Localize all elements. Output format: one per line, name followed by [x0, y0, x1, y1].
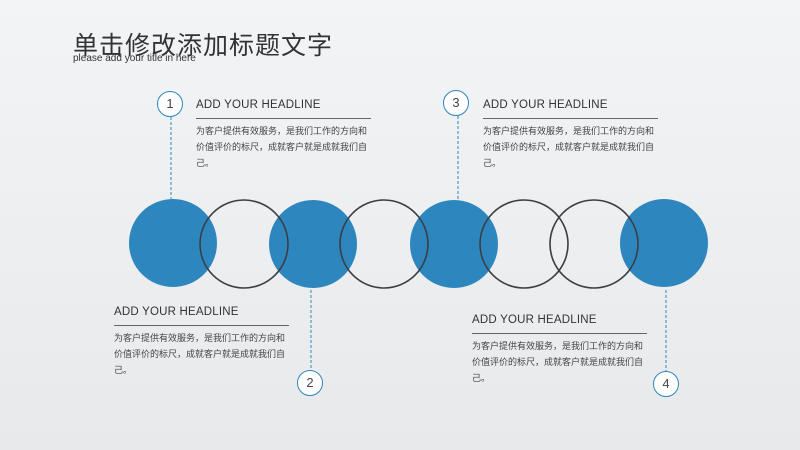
item-block-1: ADD YOUR HEADLINE 为客户提供有效服务，是我们工作的方向和价值评…	[196, 99, 396, 171]
divider	[483, 118, 658, 119]
item-block-4: ADD YOUR HEADLINE 为客户提供有效服务，是我们工作的方向和价值评…	[472, 314, 672, 386]
step-number-4: 4	[653, 371, 679, 397]
item-block-2: ADD YOUR HEADLINE 为客户提供有效服务，是我们工作的方向和价值评…	[114, 306, 314, 378]
filled-circle-4	[620, 199, 708, 287]
outline-circle-2	[339, 199, 429, 289]
outline-circle-1	[199, 199, 289, 289]
item-headline: ADD YOUR HEADLINE	[472, 314, 597, 326]
page-subtitle: please add your title in here	[73, 53, 196, 64]
filled-circle-2	[269, 200, 357, 288]
step-number-3: 3	[443, 90, 469, 116]
page-title: 单击修改添加标题文字	[73, 31, 334, 60]
item-description: 为客户提供有效服务，是我们工作的方向和价值评价的标尺，成就客户就是成就我们自己。	[472, 341, 644, 383]
item-description: 为客户提供有效服务，是我们工作的方向和价值评价的标尺，成就客户就是成就我们自己。	[196, 126, 368, 168]
filled-circle-3	[410, 200, 498, 288]
item-headline: ADD YOUR HEADLINE	[114, 306, 239, 318]
item-description: 为客户提供有效服务，是我们工作的方向和价值评价的标尺，成就客户就是成就我们自己。	[114, 333, 286, 375]
item-block-3: ADD YOUR HEADLINE 为客户提供有效服务，是我们工作的方向和价值评…	[483, 99, 683, 171]
divider	[472, 333, 647, 334]
filled-circle-1	[129, 199, 217, 287]
outline-circle-3	[479, 199, 569, 289]
step-number-1: 1	[157, 91, 183, 117]
item-description: 为客户提供有效服务，是我们工作的方向和价值评价的标尺，成就客户就是成就我们自己。	[483, 126, 655, 168]
item-headline: ADD YOUR HEADLINE	[196, 99, 321, 111]
item-headline: ADD YOUR HEADLINE	[483, 99, 608, 111]
divider	[196, 118, 371, 119]
step-number-2: 2	[297, 370, 323, 396]
outline-circle-4	[549, 199, 639, 289]
divider	[114, 325, 289, 326]
